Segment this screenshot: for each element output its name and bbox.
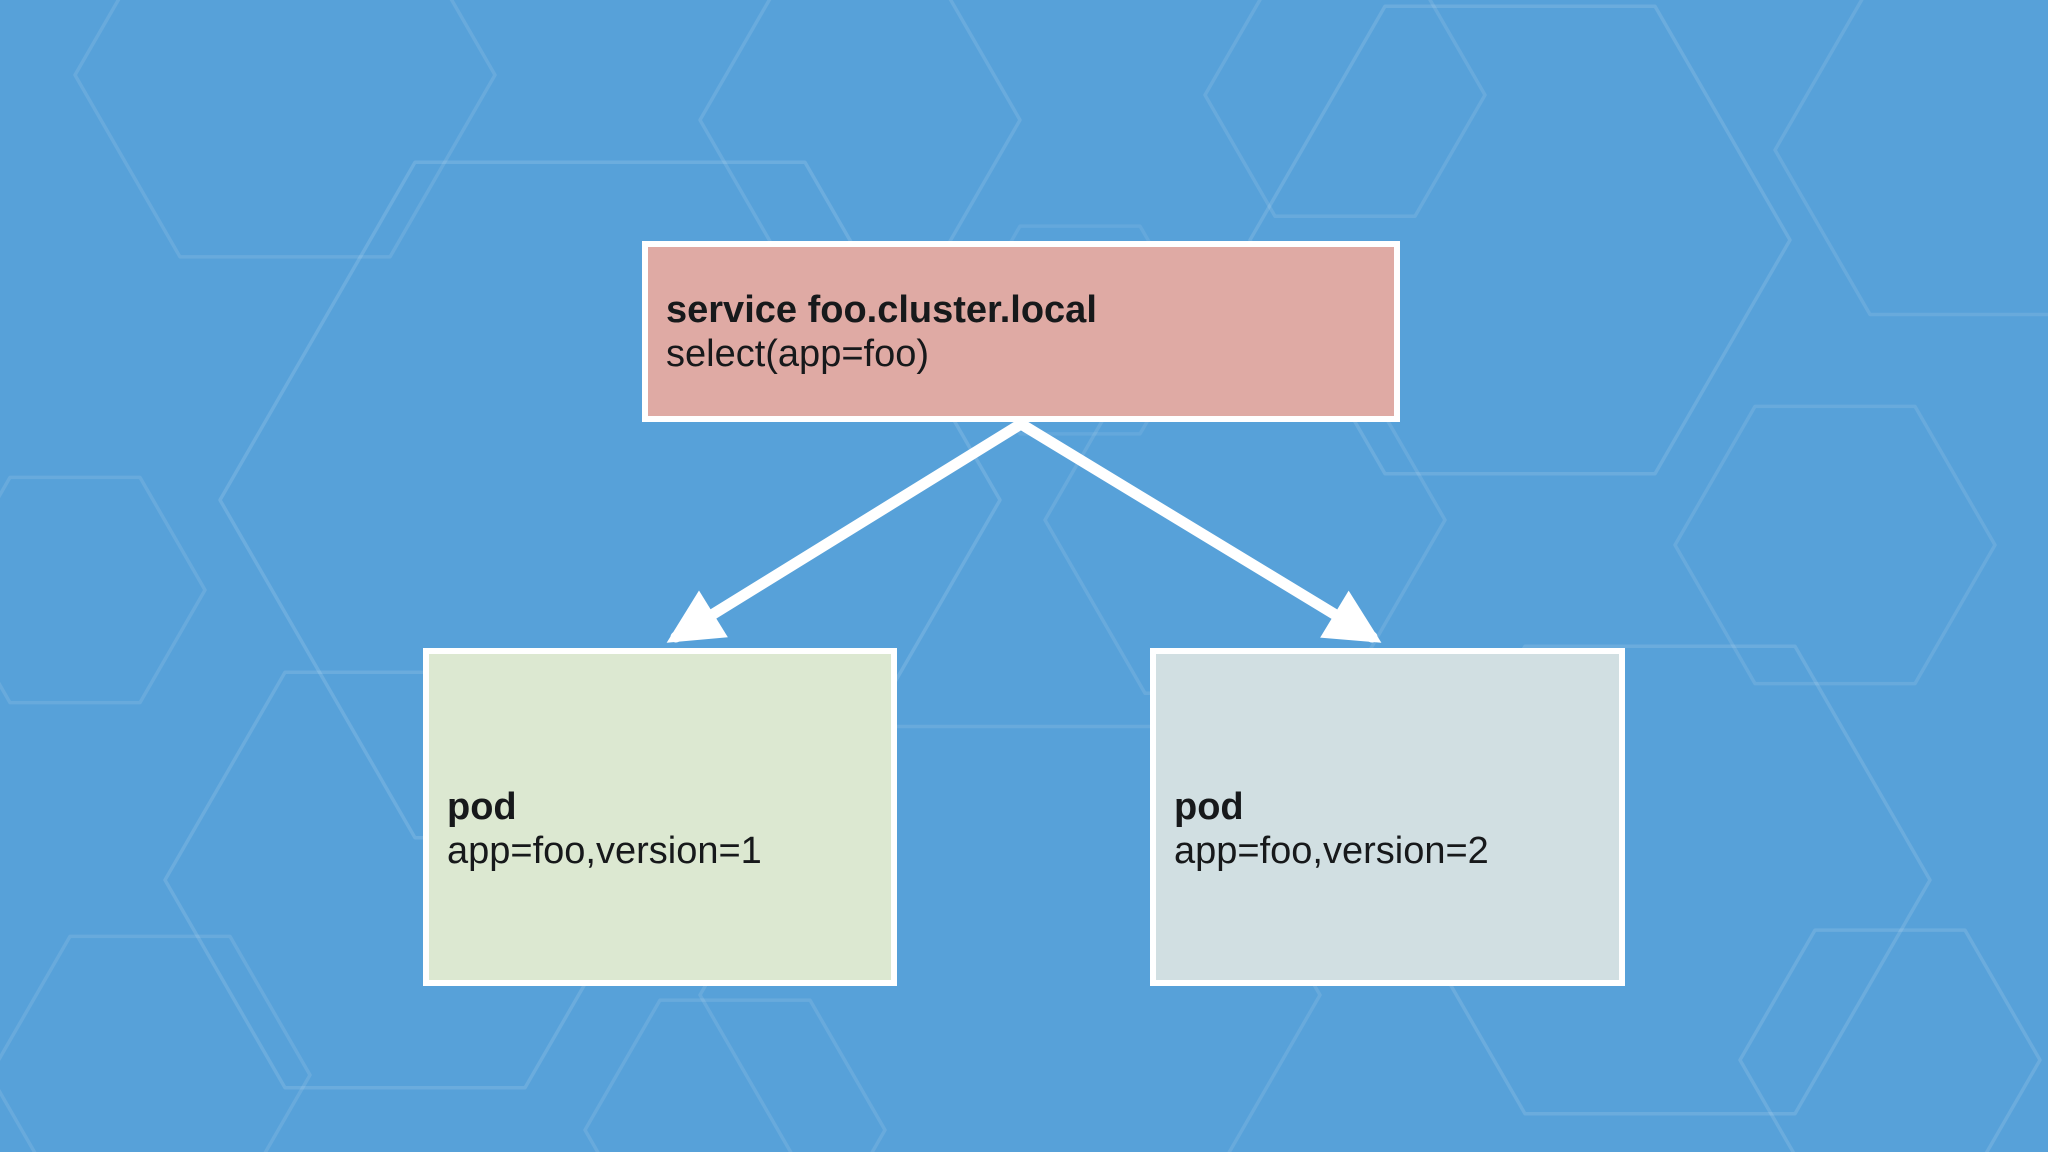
pod-node-version-1-text: pod app=foo,version=1: [447, 785, 877, 873]
hexagon-outline: [1248, 4, 1792, 476]
service-node-title: service foo.cluster.local: [666, 288, 1097, 331]
pod-node-version-2: pod app=foo,version=2: [1150, 648, 1625, 986]
pod-node-version-2-text: pod app=foo,version=2: [1174, 785, 1605, 873]
pod-node-version-2-labels: app=foo,version=2: [1174, 830, 1489, 872]
hexagon-outline: [1773, 0, 2048, 317]
service-node: service foo.cluster.local select(app=foo…: [642, 241, 1400, 422]
hexagon-outline: [1203, 0, 1487, 218]
service-node-text: service foo.cluster.local select(app=foo…: [666, 288, 1380, 376]
service-node-selector: select(app=foo): [666, 332, 929, 375]
arrow-service-to-pod2: [1015, 418, 1382, 643]
hexagon-outline: [73, 0, 497, 259]
pod-node-version-2-title: pod: [1174, 786, 1244, 828]
hexagon-outline: [1738, 928, 2042, 1152]
arrow-service-to-pod1: [666, 418, 1027, 643]
hexagon-outline: [0, 934, 312, 1152]
hexagon-outline: [1673, 404, 1997, 686]
pod-node-version-1: pod app=foo,version=1: [423, 648, 897, 986]
pod-node-version-1-title: pod: [447, 786, 517, 828]
hexagon-outline: [0, 475, 207, 705]
hexagon-outline: [583, 998, 887, 1152]
pod-node-version-1-labels: app=foo,version=1: [447, 830, 762, 872]
